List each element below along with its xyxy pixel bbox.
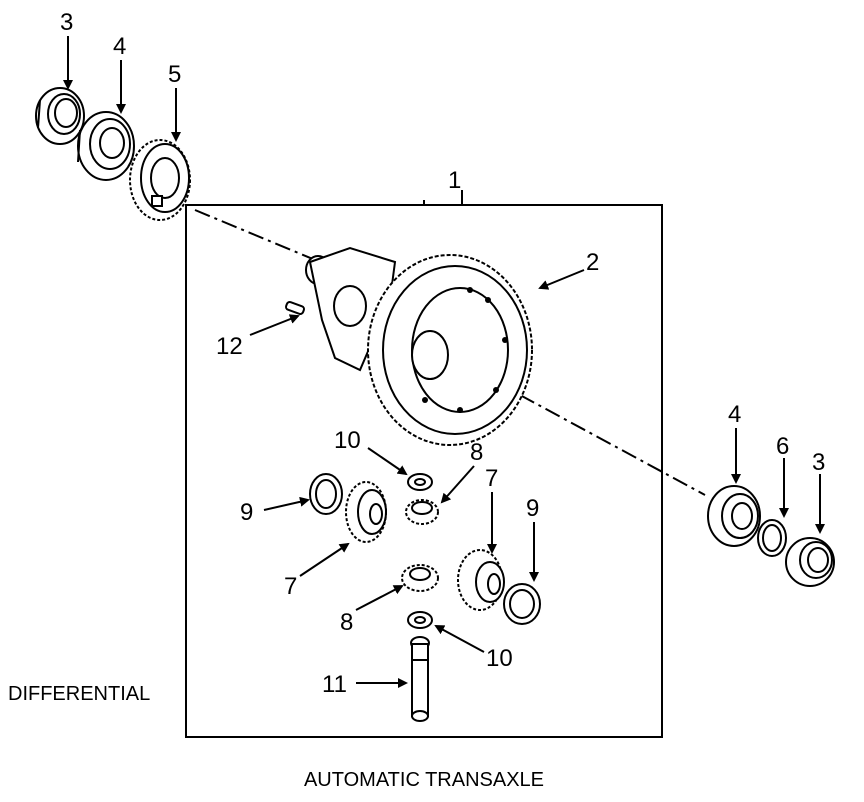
pinion-gear-lower (401, 564, 439, 592)
pinion-washer-lower (407, 611, 433, 629)
callout-6: 6 (776, 433, 789, 460)
callout-10-upper: 10 (334, 427, 361, 454)
callout-2: 2 (586, 249, 599, 276)
callout-1: 1 (448, 167, 461, 194)
side-gear-right (457, 549, 505, 611)
callout-10-lower: 10 (486, 645, 513, 672)
callout-labels: 3 4 5 1 2 12 10 8 9 7 7 9 8 10 11 4 6 3 (60, 9, 825, 698)
bearing-left (77, 111, 135, 181)
callout-4-top-left: 4 (113, 33, 126, 60)
assembly-box (185, 190, 663, 738)
bearing-race-left (35, 87, 85, 145)
bearing-right (707, 485, 761, 547)
callout-9-left: 9 (240, 499, 253, 526)
callout-4-right: 4 (728, 401, 741, 428)
leader-lines (63, 36, 825, 688)
callout-3-top-left: 3 (60, 9, 73, 36)
differential-case (305, 246, 533, 446)
callout-3-right: 3 (812, 449, 825, 476)
side-gear-washer-left (309, 473, 343, 515)
bearing-race-right (785, 537, 835, 587)
pinion-gear-upper (405, 499, 439, 525)
side-gear-left (345, 481, 387, 543)
side-gear-washer-right (503, 583, 541, 625)
callout-8-upper: 8 (470, 439, 483, 466)
callout-8-lower: 8 (340, 609, 353, 636)
pinion-washer-upper (407, 473, 433, 491)
caption-differential: DIFFERENTIAL (8, 683, 150, 705)
callout-9-right: 9 (526, 495, 539, 522)
callout-7-left: 7 (284, 573, 297, 600)
caption-automatic-transaxle: AUTOMATIC TRANSAXLE (304, 769, 544, 791)
callout-11: 11 (322, 671, 347, 698)
speedometer-gear (129, 139, 191, 221)
axis-centerline (194, 209, 706, 496)
pinion-shaft (410, 636, 430, 722)
adjusting-shim (757, 519, 787, 557)
callout-7-right: 7 (485, 465, 498, 492)
callout-12: 12 (216, 333, 243, 360)
callout-5: 5 (168, 61, 181, 88)
lock-pin (285, 301, 305, 315)
